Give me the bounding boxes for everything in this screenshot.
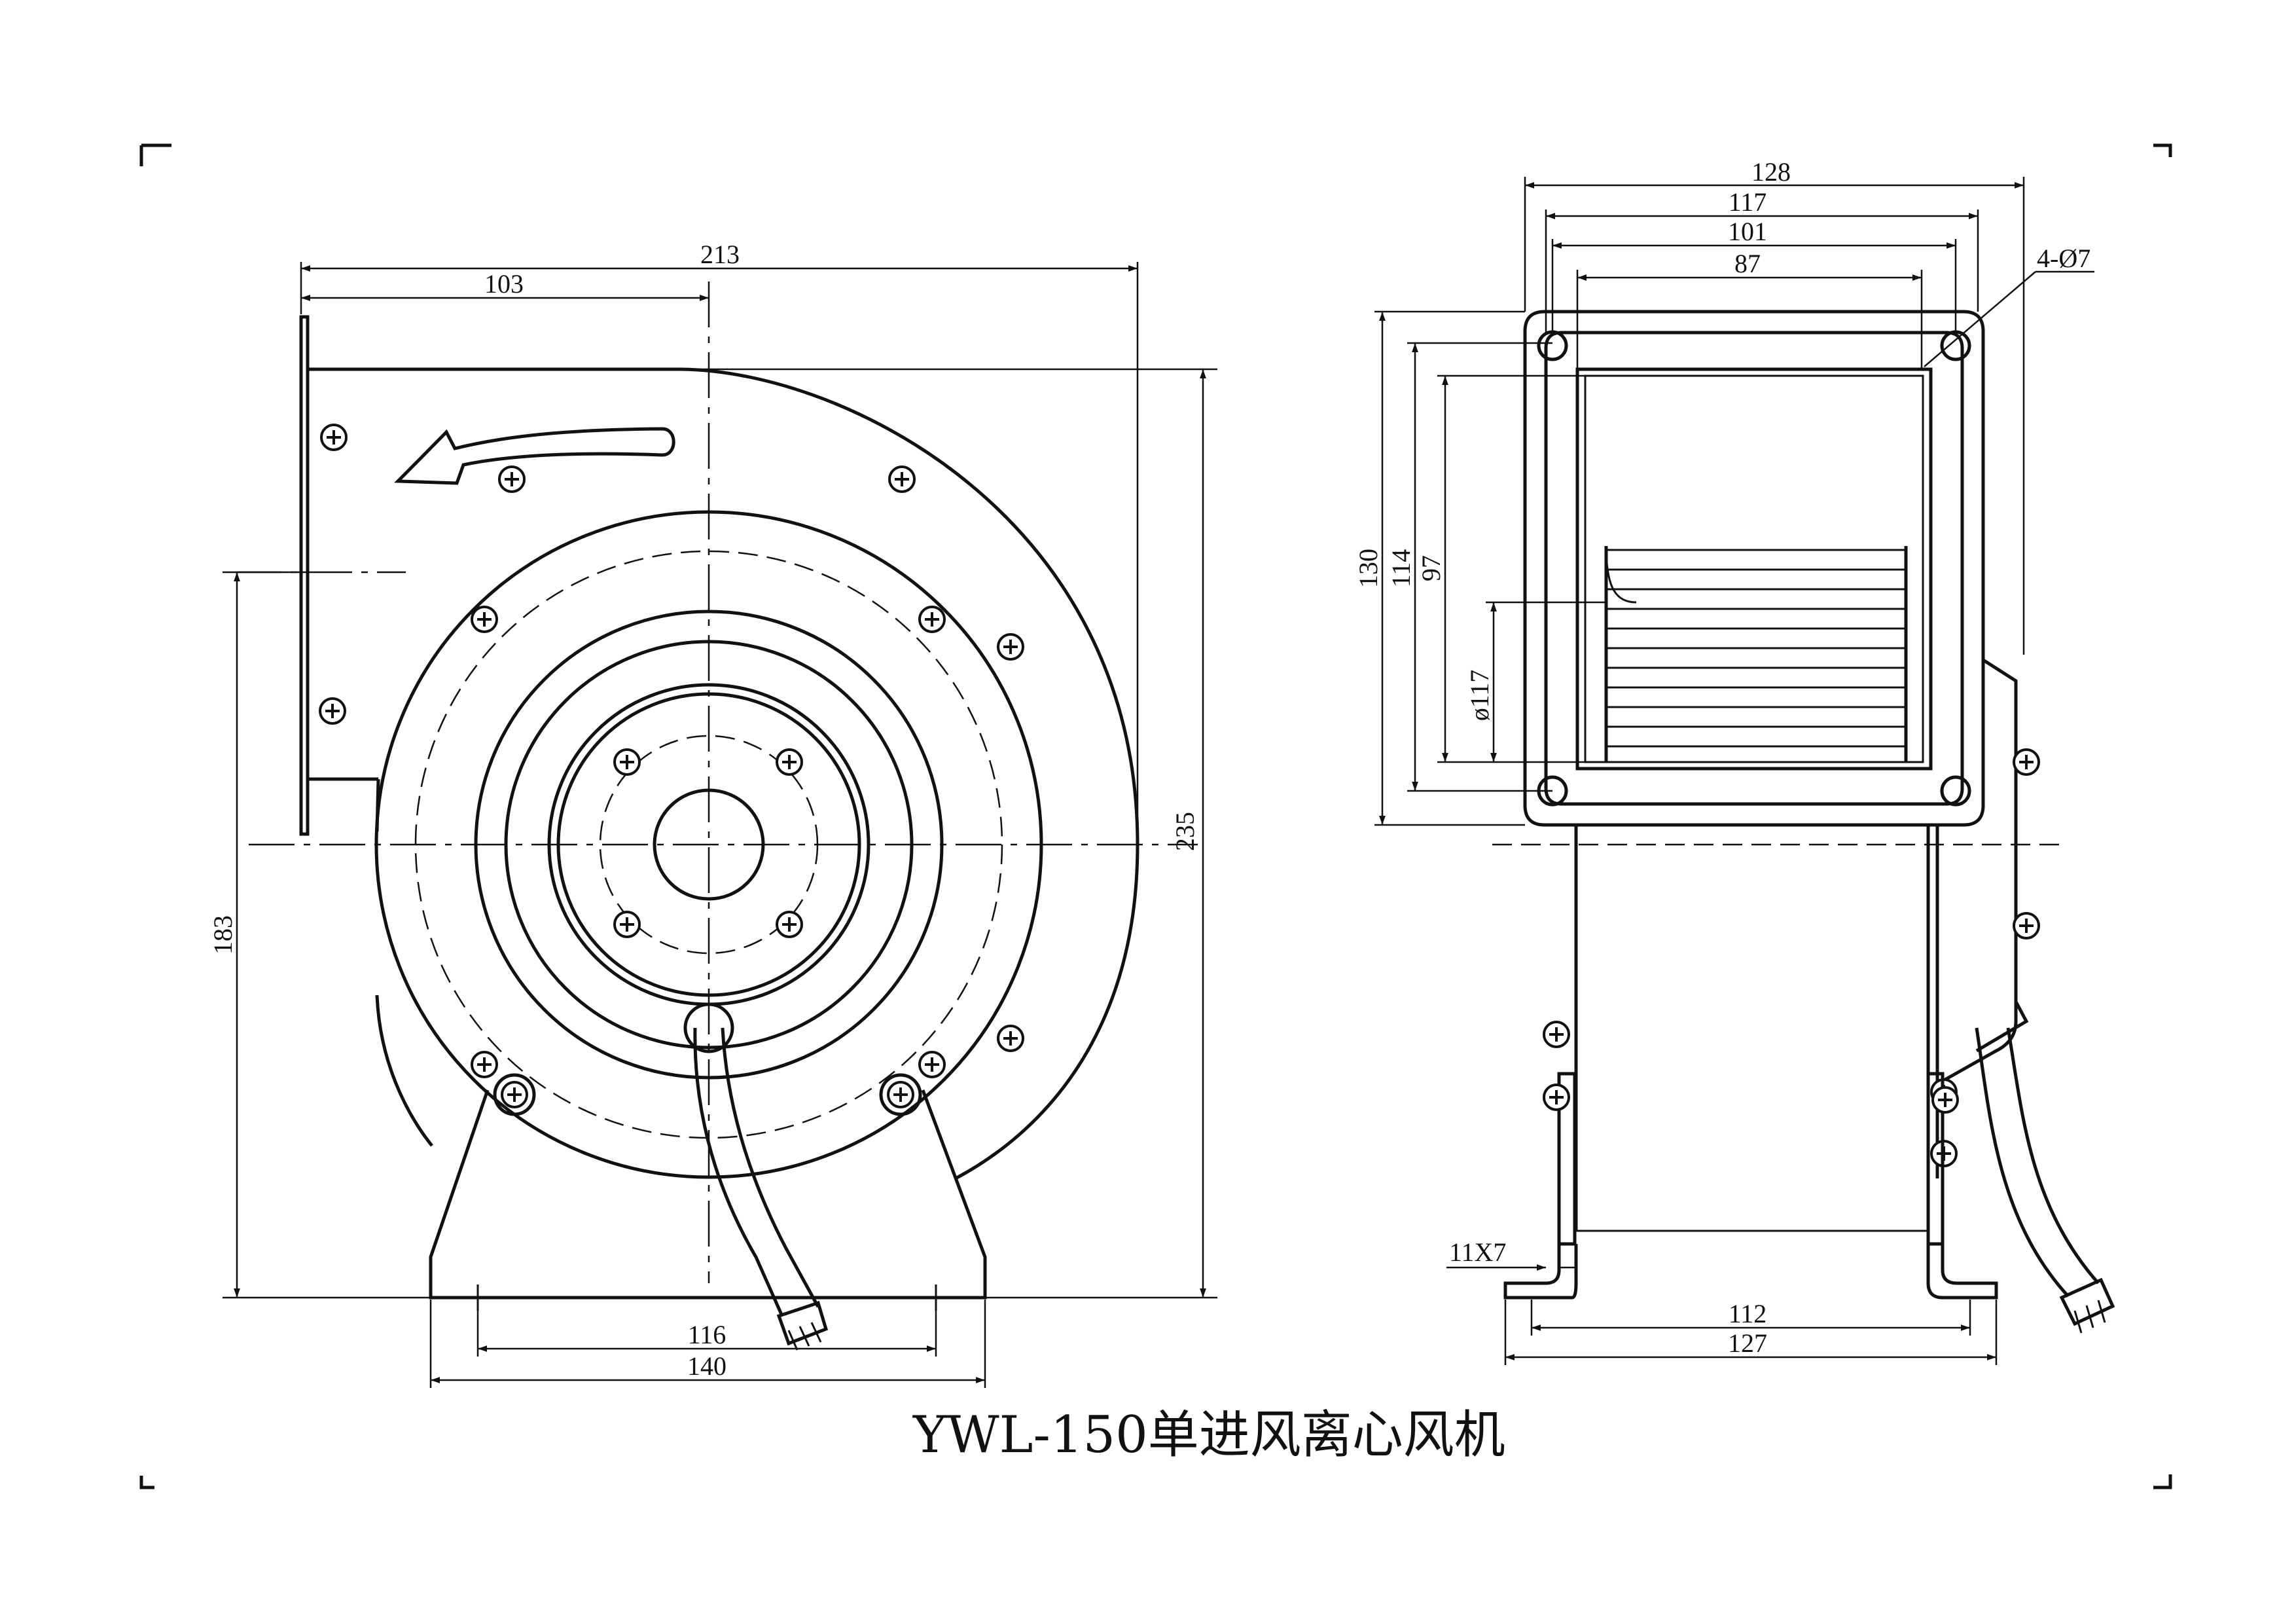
side-dim-130: 130 xyxy=(1354,549,1383,588)
front-dim-103: 103 xyxy=(484,269,524,299)
side-dim-127: 127 xyxy=(1728,1328,1767,1358)
side-dim-87: 87 xyxy=(1734,249,1761,278)
front-view: 213 103 235 183 116 140 xyxy=(208,240,1217,1388)
side-dim-101: 101 xyxy=(1728,217,1767,246)
side-dim-117: 117 xyxy=(1729,187,1767,217)
side-dim-114: 114 xyxy=(1386,549,1416,588)
side-dim-holes: 4-Ø7 xyxy=(2037,244,2090,273)
drawing-title: YWL-150单进风离心风机 xyxy=(912,1406,1505,1465)
corner-marks xyxy=(139,143,2172,1489)
front-dim-183: 183 xyxy=(208,915,238,955)
front-dim-116: 116 xyxy=(688,1320,726,1349)
side-dim-97: 97 xyxy=(1416,555,1446,581)
side-dim-slot: 11X7 xyxy=(1449,1237,1506,1267)
side-view: 128 117 101 87 4-Ø7 130 114 97 xyxy=(1354,157,2115,1365)
side-dim-impeller: ø117 xyxy=(1465,670,1494,721)
side-dim-112: 112 xyxy=(1729,1299,1767,1328)
side-dim-128: 128 xyxy=(1751,157,1791,187)
front-dim-235: 235 xyxy=(1170,812,1200,851)
front-dim-140: 140 xyxy=(687,1351,726,1381)
front-dim-213: 213 xyxy=(700,240,740,269)
